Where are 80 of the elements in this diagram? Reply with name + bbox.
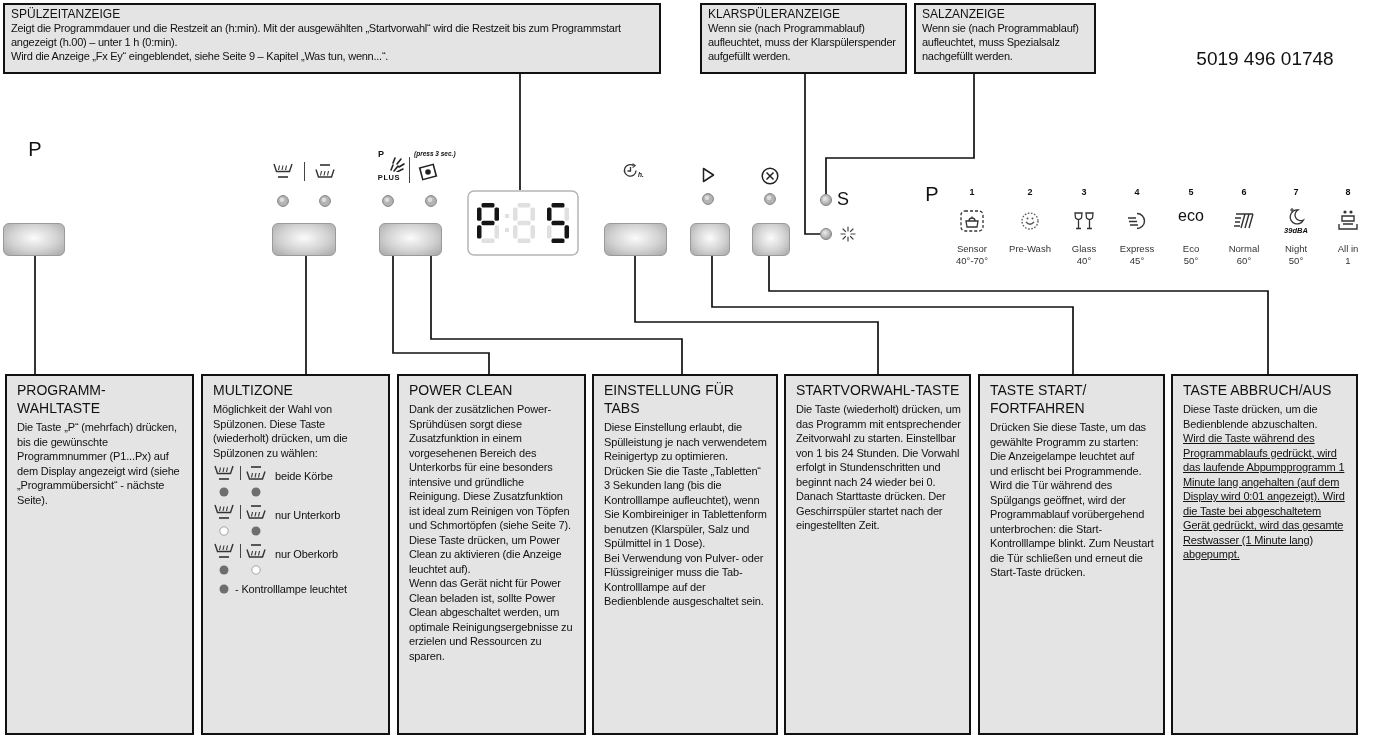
program-name: Glass 40° [1070, 243, 1098, 268]
callout-text: Die Taste „P“ (mehrfach) drücken, bis die gewünschte Programmnummer (P1...Px) auf dem Display angezeigt wird (siehe „Programmübersicht“ - nächste Seite). [17, 420, 181, 507]
callout-text: beide Körbe [275, 469, 333, 484]
leader-line [768, 255, 1269, 375]
leader-line [825, 73, 975, 195]
program-number: 7 [1293, 188, 1299, 198]
program-number: 6 [1241, 188, 1247, 198]
leader-line [430, 255, 683, 375]
callout-text: Dank der zusätzlichen Power-Sprühdüsen sorgt diese Zusatzfunktion in einem vorgesehenen Bereich des Unterkorbs für eine besonders intensive und gründliche Reinigung. Diese Zusatzfunktion ist ideal zum Reinigen von Töpfen und Schmortöpfen (siehe Seite 7). Diese Taste drücken, um Power Clean zu aktivieren (die Anzeige leuchtet auf). [409, 402, 572, 576]
callout-heading: TASTE ABBRUCH/AUS [1183, 381, 1332, 399]
program-symbol: P [925, 184, 939, 205]
callout-text: Bei Verwendung von Pulver- oder Flüssigreiniger muss die Tab-Kontrolllampe auf der Bedienblende ausgeschaltet sein. [604, 550, 765, 609]
callout-text: - Kontrolllampe leuchtet [235, 582, 347, 597]
callout-text: Diese Taste drücken, um die Bedienblende abzuschalten. [1183, 402, 1319, 431]
program-name: All in 1 [1336, 243, 1360, 268]
callout-heading: TASTE START/ FORTFAHREN [990, 381, 1088, 417]
leader-line [305, 255, 307, 375]
callout-text: Die Taste (wiederholt) drücken, um das Programm mit entsprechender Zeitvorwahl zu starten. Einstellbar von 1 bis 24 Stunden. Die Vorwahl erfolgt in Stundenschritten und beginnt nach 24 wieder bei 0. Danach Starttaste drücken. Der Geschirrspüler startet nach der eingestellten Zeit. [796, 402, 961, 533]
program-number: 2 [1027, 188, 1033, 198]
callout-heading: MULTIZONE [213, 381, 293, 399]
leader-line [804, 73, 821, 235]
callout-text: nur Unterkorb [275, 508, 341, 523]
callout-text: Wird die Taste während des Programmablaufs gedrückt, wird das laufende Abpumpprogramm 1 Minute lang angehalten (auf dem Display wird 0:01 angezeigt). Wird die Taste bei abgeschaltetem Gerät gedrückt, wird das gesamte Restwasser (1 Minute lang) abgepumpt. [1183, 431, 1346, 562]
callout-text: nur Oberkorb [275, 547, 338, 562]
callout-text: Wenn sie (nach Programmablauf) aufleuchtet, muss der Klarspülerspender aufgefüllt werden. [708, 21, 897, 63]
panel-button [604, 223, 667, 256]
program-symbol: eco [1178, 208, 1204, 225]
callout-text: Wenn das Gerät nicht für Power Clean beladen ist, sollte Power Clean abgeschaltet werden, um optimale Reinigungsergebnisse zu erzielen und Ressourcen zu sparen. [409, 576, 574, 663]
callout-heading: POWER CLEAN [409, 381, 513, 399]
callout-text: Diese Einstellung erlaubt, die Spülleistung je nach verwendetem Reinigertyp zu optimieren. Drücken Sie die Taste „Tabletten“ 3 Sekunden lang (bis die Kontrolllampe aufleuchtet), wenn Sie Kombireiniger in Tablettenform benutzen (Klarspüler, Salz und Spülmittel in 1 Dose). [604, 420, 768, 551]
callout-box [3, 3, 661, 74]
symbol-letter: S [837, 190, 849, 209]
program-number: 4 [1134, 188, 1140, 198]
program-number: 3 [1081, 188, 1087, 198]
callout-box [914, 3, 1096, 74]
callout-box [592, 374, 778, 735]
symbol-letter: P [378, 150, 384, 160]
program-number: 8 [1345, 188, 1351, 198]
callout-text: Wird die Tür während des Spülgangs geöffnet, wird der Programmablauf vorübergehend unterbrochen: die Start-Kontrolllampe blinkt. Zum Neustart die Tür schließen und erneut die Start-Taste drücken. [990, 478, 1155, 580]
leader-line [519, 73, 521, 191]
callout-heading: SPÜLZEITANZEIGE [11, 7, 121, 21]
panel-button [272, 223, 336, 256]
callout-heading: PROGRAMM- WAHLTASTE [17, 381, 107, 417]
callout-box [5, 374, 194, 735]
program-name: Eco 50° [1181, 243, 1201, 268]
indicator-lamp [820, 194, 832, 206]
leader-line [34, 255, 36, 375]
panel-button [379, 223, 442, 256]
leader-line [634, 255, 879, 375]
program-number: 5 [1188, 188, 1194, 198]
callout-heading: SALZANZEIGE [922, 7, 1005, 21]
callout-box [978, 374, 1165, 735]
callout-text: Drücken Sie diese Taste, um das gewählte Programm zu starten: Die Anzeigelampe leuchtet auf und erlischt bei Programmende. [990, 420, 1147, 478]
program-name: Express 45° [1118, 243, 1156, 268]
callout-heading: STARTVORWAHL-TASTE [796, 381, 960, 399]
callout-text: Zeigt die Programmdauer und die Restzeit an (h:min). Mit der ausgewählten „Startvorwahl“ wird die Restzeit bis zum Programmstart angezeigt (h.00) – unter 1 h (0:min). [11, 21, 622, 49]
program-name: Sensor 40°-70° [955, 243, 989, 268]
leader-line [711, 255, 1074, 375]
callout-box [784, 374, 971, 735]
button-symbol: P [28, 139, 42, 160]
callout-text: Möglichkeit der Wahl von Spülzonen. Diese Taste (wiederholt) drücken, um die Spülzonen zu wählen: [213, 402, 349, 460]
indicator-lamp [820, 228, 832, 240]
callout-heading: EINSTELLUNG FÜR TABS [604, 381, 735, 417]
part-number: 5019 496 01748 [1196, 49, 1334, 69]
callout-box [1171, 374, 1358, 735]
leader-line [392, 255, 490, 375]
program-name: Normal 60° [1227, 243, 1261, 268]
callout-heading: KLARSPÜLERANZEIGE [708, 7, 841, 21]
callout-box [397, 374, 586, 735]
panel-button [3, 223, 65, 256]
program-name: Pre-Wash [1009, 243, 1051, 256]
callout-box [201, 374, 390, 735]
callout-text: Wird die Anzeige „Fx Ey“ eingeblendet, siehe Seite 9 – Kapitel „Was tun, wenn...“. [11, 49, 389, 63]
callout-text: Wenn sie (nach Programmablauf) aufleuchtet, muss Spezialsalz nachgefüllt werden. [922, 21, 1080, 63]
panel-button [752, 223, 790, 256]
panel-button [690, 223, 730, 256]
program-number: 1 [969, 188, 975, 198]
display-drawing [467, 190, 579, 256]
program-name: Night 50° [1283, 243, 1309, 268]
callout-box [700, 3, 907, 74]
